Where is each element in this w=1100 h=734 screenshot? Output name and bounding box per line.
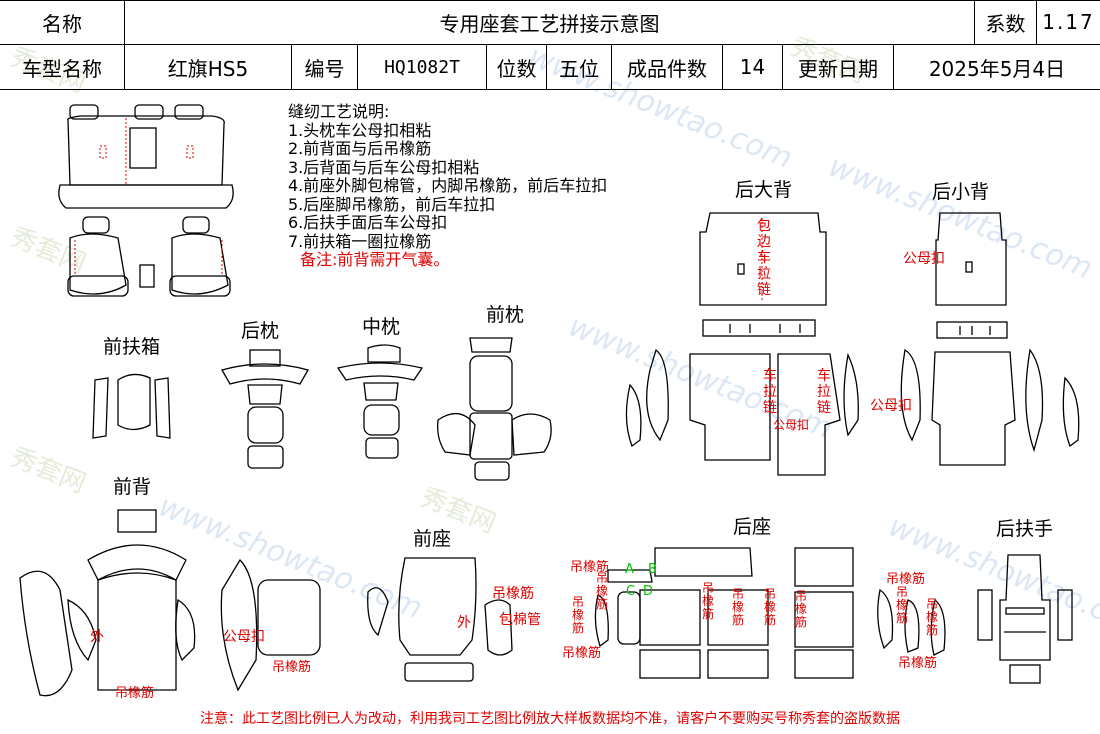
code-value: HQ1082T	[358, 44, 487, 90]
label-front-headrest: 前枕	[486, 304, 525, 326]
name-label: 名称	[0, 0, 125, 44]
note-item: 7.前扶箱一圈拉橡筋	[288, 231, 432, 251]
marker-a: A	[625, 562, 634, 577]
label-rear-big-back: 后大背	[735, 179, 793, 201]
annotation-elastic: 吊橡筋	[701, 581, 714, 621]
rear-seat-pattern	[594, 547, 946, 679]
note-item: 4.前座外脚包棉管，内脚吊橡筋，前后车拉扣	[288, 176, 608, 195]
label-rear-headrest: 后枕	[241, 320, 280, 342]
seats-label: 位数	[487, 44, 547, 90]
doc-title: 专用座套工艺拼接示意图	[125, 0, 975, 44]
annotation-cotton-tube: 包棉管	[499, 612, 541, 628]
marker-d: D	[643, 584, 654, 599]
annotation-elastic: 吊橡筋	[763, 587, 776, 627]
annotation-elastic: 吊橡筋	[895, 585, 908, 625]
label-front-seat: 前座	[413, 528, 452, 550]
coef-value: 1.17	[1042, 10, 1095, 34]
annotation-snap: 公母扣	[223, 629, 265, 645]
front-seats-thumbnail	[67, 216, 231, 297]
front-back-pattern	[19, 509, 321, 697]
annotation-elastic: 吊橡筋	[570, 560, 610, 575]
front-seat-pattern	[367, 557, 513, 682]
rear-big-back-pattern	[625, 212, 859, 476]
model-value: 红旗HS5	[125, 44, 292, 90]
note-item: 2.前背面与后吊橡筋	[288, 139, 432, 158]
annotation-snap: 公母扣	[870, 398, 912, 414]
annotation-elastic: 吊橡筋	[571, 595, 584, 635]
front-armbox-pattern	[92, 373, 171, 439]
label-rear-seat: 后座	[733, 516, 772, 538]
label-rear-small-back: 后小背	[932, 181, 990, 203]
count-label: 成品件数	[612, 44, 723, 90]
coef-label: 系数	[975, 0, 1037, 44]
front-headrest-pattern	[437, 337, 552, 481]
annotation-elastic: 吊橡筋	[731, 587, 744, 627]
label-front-armbox: 前扶箱	[103, 336, 161, 358]
annotation-elastic: 吊橡筋	[272, 660, 312, 675]
model-label: 车型名称	[0, 44, 125, 90]
marker-c: C	[626, 584, 636, 599]
annotation-outer: 外	[90, 629, 104, 645]
rear-headrest-pattern	[221, 349, 309, 469]
annotation-elastic: 吊橡筋	[562, 646, 602, 661]
footer-warning: 注意：此工艺图比例已人为改动，利用我司工艺图比例放大样板数据均不准，请客户不要购…	[200, 711, 900, 727]
annotation-elastic: 吊橡筋	[886, 572, 926, 587]
annotation-elastic: 吊橡筋	[115, 686, 155, 701]
annotation-zipper: 车拉链	[817, 368, 831, 416]
marker-b: B	[648, 562, 657, 577]
code-label: 编号	[292, 44, 358, 90]
annotation-zipper: 车拉链	[763, 368, 777, 416]
rear-armrest-pattern	[977, 554, 1073, 684]
label-rear-armrest: 后扶手	[996, 518, 1054, 540]
label-mid-headrest: 中枕	[362, 316, 401, 338]
note-item: 5.后座脚吊橡筋，前后车拉扣	[288, 194, 496, 214]
annotation-snap: 公母扣	[903, 251, 945, 267]
label-front-back: 前背	[113, 476, 152, 498]
annotation-elastic: 吊橡筋	[925, 597, 938, 637]
note-item: 3.后背面与后车公母扣相粘	[288, 157, 480, 177]
rear-small-back-pattern	[900, 212, 1080, 466]
date-value: 2025年5月4日	[928, 56, 1066, 81]
annotation-outer: 外	[457, 615, 471, 631]
seats-value: 五位	[547, 44, 612, 90]
annotation-elastic: 吊橡筋	[492, 586, 534, 602]
annotation-elastic: 吊橡筋	[898, 656, 938, 671]
annotation-snap-small: 公母扣	[773, 418, 810, 432]
rear-seat-thumbnail	[58, 104, 234, 209]
date-label: 更新日期	[783, 44, 894, 90]
notes-remark: 备注:前背需开气囊。	[300, 250, 450, 269]
header-table: 名称 专用座套工艺拼接示意图 系数 1.17 车型名称 红旗HS5 编号 HQ1…	[0, 0, 1100, 90]
annotation-elastic: 吊橡筋	[595, 571, 608, 611]
annotation-edge-zipper: 包边车拉链	[757, 218, 771, 298]
sewing-notes: 缝纫工艺说明: 1.头枕车公母扣相粘 2.前背面与后吊橡筋 3.后背面与后车公母…	[288, 102, 608, 270]
note-item: 1.头枕车公母扣相粘	[288, 120, 432, 140]
mid-headrest-pattern	[336, 344, 424, 459]
count-value: 14	[723, 44, 783, 90]
note-item: 6.后扶手面后车公母扣	[288, 213, 448, 232]
notes-title: 缝纫工艺说明:	[288, 102, 390, 121]
annotation-elastic: 吊橡筋	[794, 589, 807, 629]
